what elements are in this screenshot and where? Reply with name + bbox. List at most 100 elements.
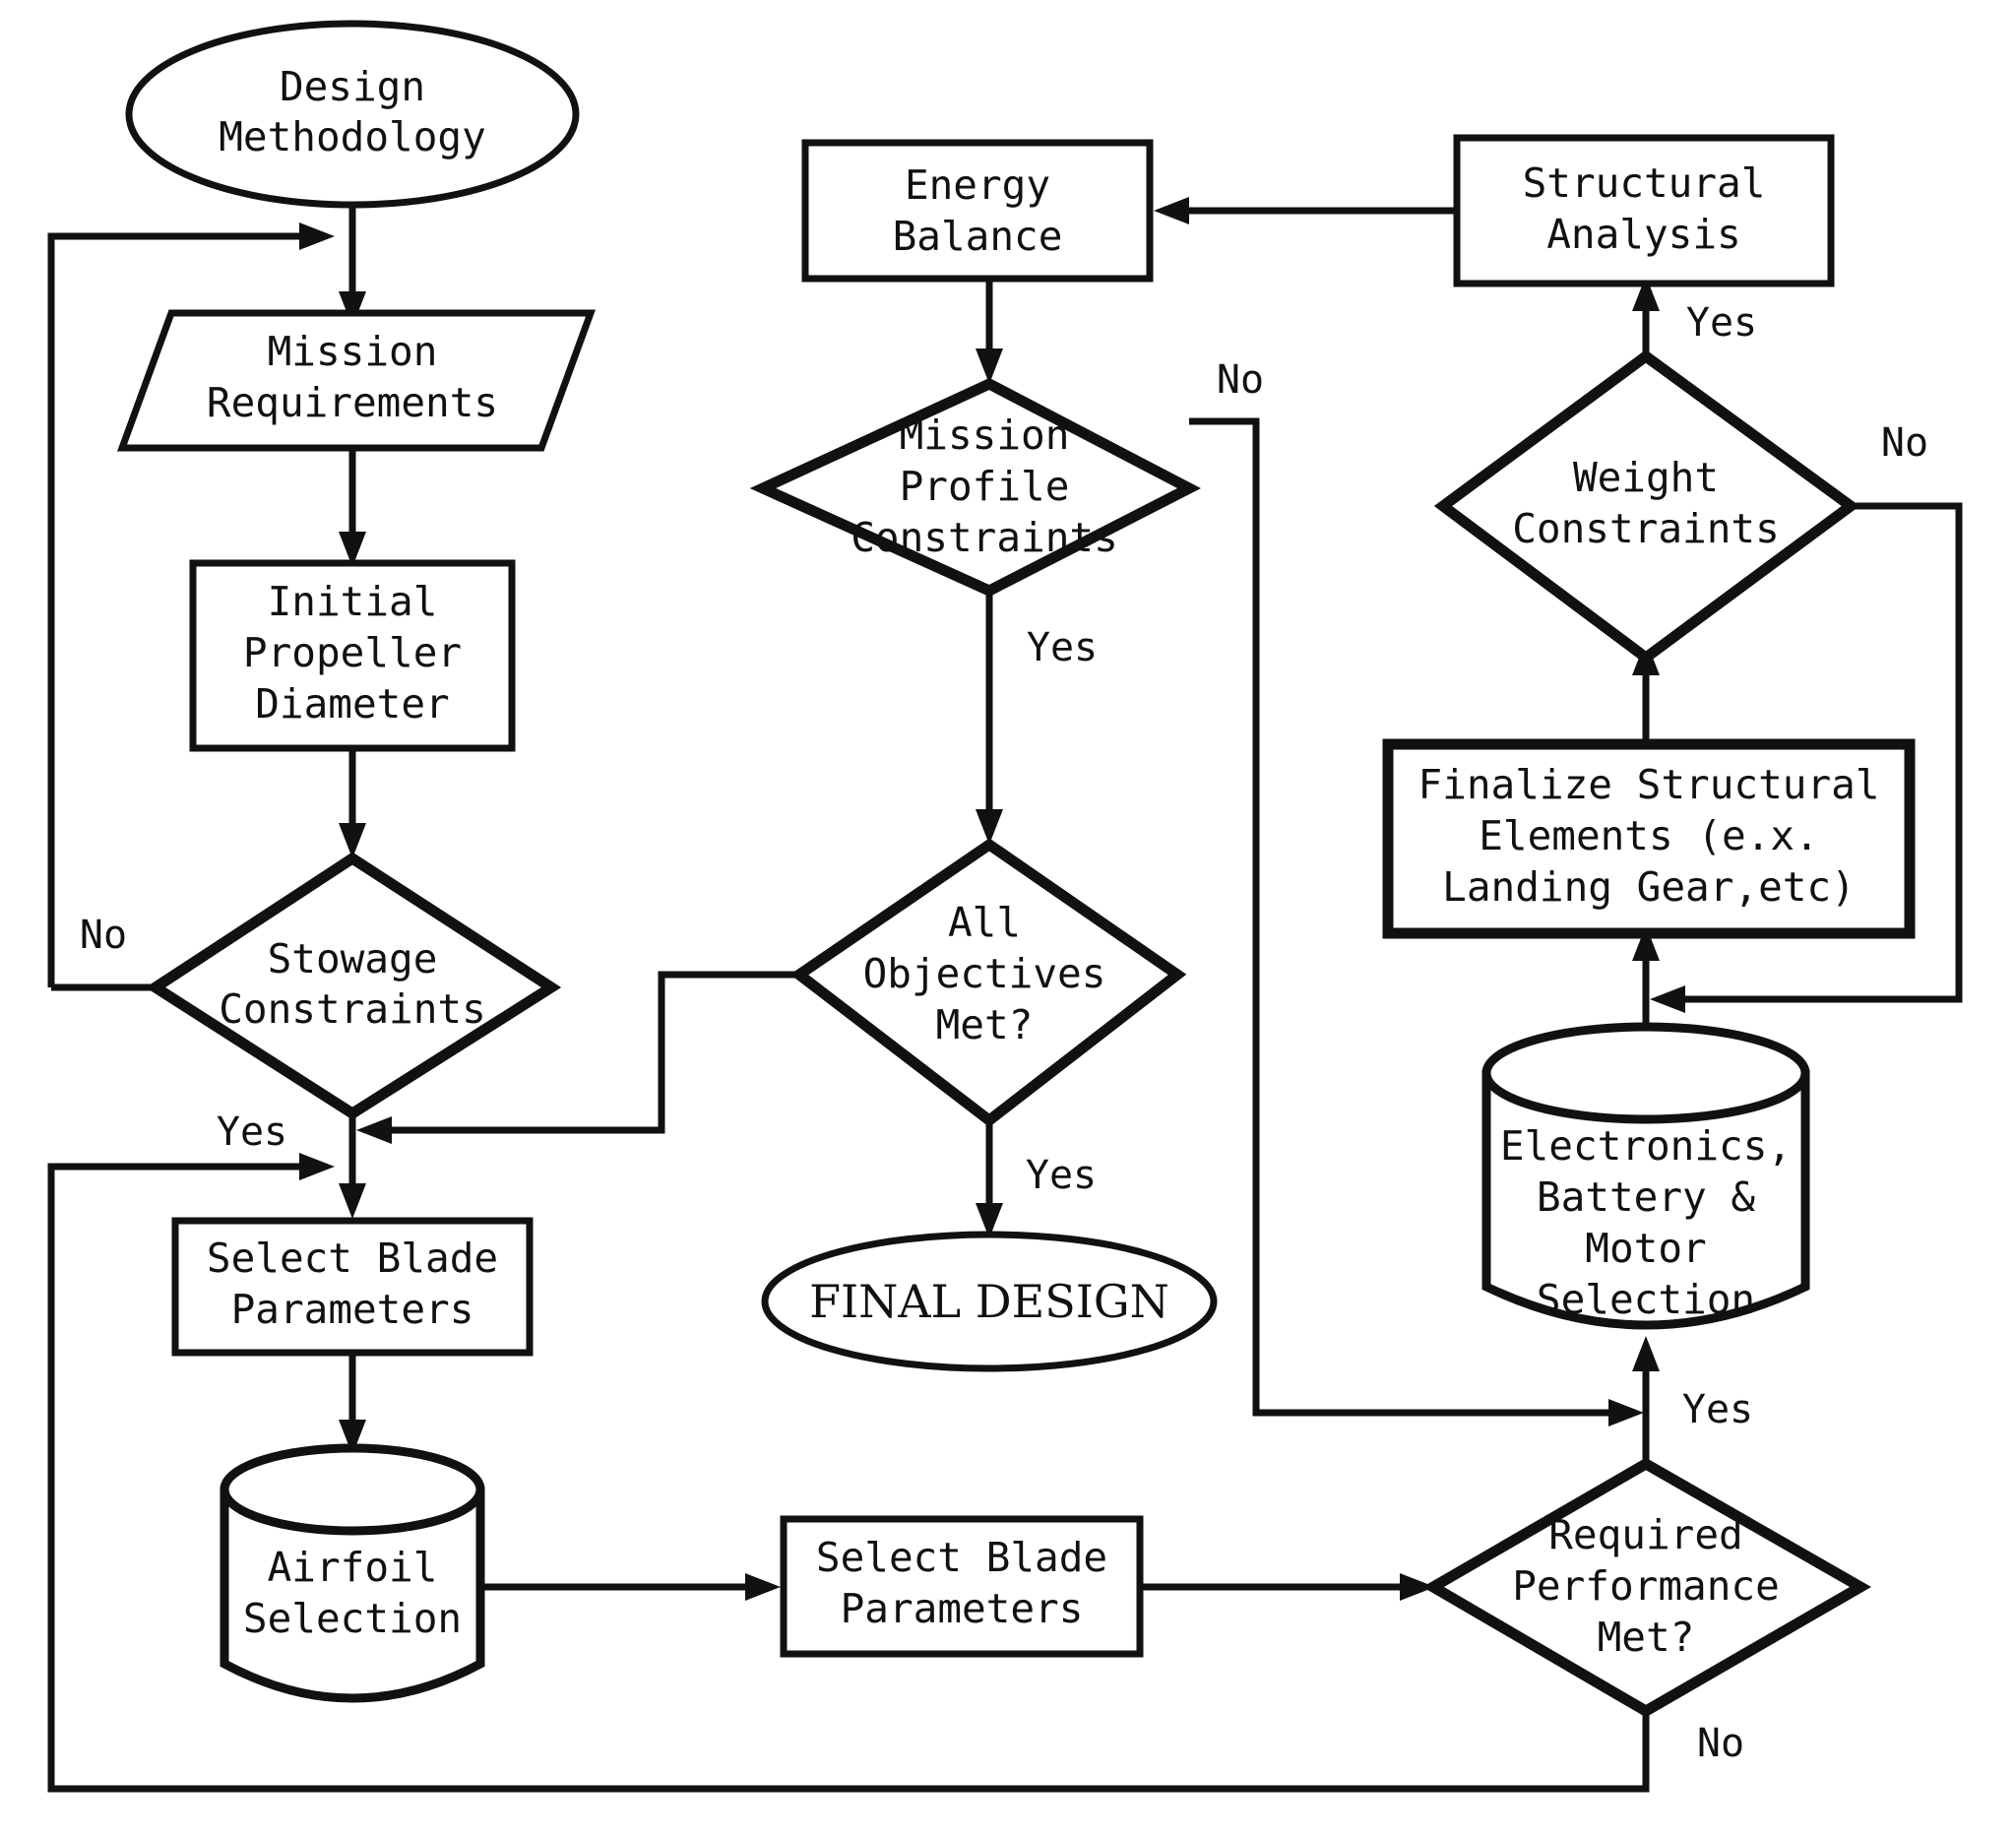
electronics-selection-line1: Electronics, [1500,1122,1792,1170]
airfoil-selection-line1: Airfoil [268,1544,438,1591]
node-stowage-constraints[interactable]: Stowage Constraints [145,852,562,1120]
mission-profile-constraints-line3: Constraints [850,514,1118,561]
electronics-selection-line3: Motor [1585,1225,1706,1272]
structural-analysis-line2: Analysis [1546,211,1740,258]
finalize-structural-elements-shape [1382,738,1916,939]
energy-balance-line2: Balance [893,213,1063,260]
connector-layer [47,148,1963,1793]
node-initial-propeller-diameter[interactable]: Initial Propeller Diameter [189,559,516,752]
airfoil-selection-top [220,1443,485,1536]
edge-label-stowage-no: No [80,913,127,958]
mission-profile-constraints-line2: Profile [900,463,1070,510]
node-finalize-structural-elements[interactable]: Finalize Structural Elements (e.x. Landi… [1382,738,1916,939]
final-design-label: FINAL DESIGN [809,1275,1169,1328]
arrowhead-blade-bottom-to-performance [1400,1573,1435,1601]
select-blade-parameters-left-line2: Parameters [231,1286,474,1333]
electronics-selection-line2: Battery & [1537,1173,1755,1221]
energy-balance-line1: Energy [905,161,1050,209]
arrowhead-requirements-to-diameter [339,532,366,567]
final-design-shape [761,1231,1218,1372]
edge-label-performance-no: No [1697,1721,1744,1766]
airfoil-selection-line2: Selection [243,1595,462,1642]
energy-balance-shape [801,139,1154,283]
design-methodology-shape [125,20,580,209]
arrowhead-stowage-no-loop [299,222,335,250]
arrowhead-energy-to-mission-profile [976,349,1003,384]
initial-propeller-diameter-shape [189,559,516,752]
arrowhead-weight-yes [1632,276,1660,311]
initial-propeller-diameter-line2: Propeller [243,629,462,676]
stowage-constraints-shape [145,852,562,1120]
arrowhead-diameter-to-stowage [339,823,366,858]
node-mission-profile-constraints[interactable]: Mission Profile Constraints [749,377,1201,598]
required-performance-met-line1: Required [1548,1511,1742,1558]
node-select-blade-parameters-left[interactable]: Select Blade Parameters [171,1217,534,1357]
node-design-methodology[interactable]: Design Methodology [125,20,580,209]
electronics-selection-line4: Selection [1537,1276,1755,1323]
arrowhead-performance-no-loop [299,1153,335,1180]
required-performance-met-line3: Met? [1598,1614,1695,1661]
finalize-structural-elements-line2: Elements (e.x. [1479,812,1819,859]
select-blade-parameters-bottom-shape [780,1515,1144,1658]
finalize-structural-elements-line1: Finalize Structural [1418,761,1880,808]
node-mission-requirements[interactable]: Mission Requirements [116,309,597,452]
node-structural-analysis[interactable]: Structural Analysis [1453,134,1835,287]
arrowhead-stowage-yes [339,1183,366,1219]
select-blade-parameters-bottom-line1: Select Blade [816,1534,1107,1581]
arrowhead-structural-to-energy [1154,197,1189,224]
edge-label-performance-yes: Yes [1682,1387,1753,1432]
electronics-selection-top [1481,1022,1810,1124]
weight-constraints-line1: Weight [1573,454,1719,501]
required-performance-met-line2: Performance [1512,1562,1780,1610]
finalize-structural-elements-line3: Landing Gear,etc) [1442,863,1856,911]
structural-analysis-shape [1453,134,1835,287]
edge-label-mission-profile-no: No [1217,357,1264,403]
edge-objectives-no-loop [376,971,799,1134]
node-weight-constraints[interactable]: Weight Constraints [1433,349,1860,665]
edge-label-stowage-yes: Yes [217,1109,287,1155]
edge-mission-profile-no-loop [1189,417,1624,1417]
arrowhead-mission-profile-no-loop [1608,1399,1644,1426]
node-required-performance-met[interactable]: Required Performance Met? [1422,1457,1872,1718]
arrowhead-methodology-to-requirements [339,291,366,327]
structural-analysis-line1: Structural [1523,159,1766,207]
node-airfoil-selection[interactable]: Airfoil Selection [220,1443,485,1703]
edge-label-objectives-yes: Yes [1026,1153,1097,1198]
weight-constraints-shape [1433,349,1860,665]
design-methodology-line2: Methodology [219,113,486,160]
node-select-blade-parameters-bottom[interactable]: Select Blade Parameters [780,1515,1144,1658]
initial-propeller-diameter-line3: Diameter [255,680,449,728]
mission-profile-constraints-line1: Mission [900,412,1070,459]
select-blade-parameters-left-line1: Select Blade [207,1235,498,1282]
arrowhead-mission-profile-yes [976,809,1003,845]
stowage-constraints-line2: Constraints [219,985,486,1033]
required-performance-met-shape [1422,1457,1872,1718]
all-objectives-met-line1: All [948,899,1021,946]
arrowhead-objectives-no-loop [356,1116,392,1144]
arrowhead-electronics-to-finalize [1632,925,1660,961]
edge-weight-no-loop [1670,502,1963,1003]
mission-requirements-line1: Mission [268,328,438,375]
arrowhead-performance-yes [1632,1336,1660,1371]
mission-requirements-shape [116,309,597,452]
weight-constraints-line2: Constraints [1512,505,1780,552]
edge-stowage-no-loop [47,232,315,987]
node-final-design[interactable]: FINAL DESIGN [761,1231,1218,1372]
all-objectives-met-line2: Objectives [863,950,1106,997]
mission-requirements-line2: Requirements [207,379,498,426]
arrowhead-airfoil-to-blade-bottom [745,1573,781,1601]
design-methodology-line1: Design [280,63,425,110]
node-all-objectives-met[interactable]: All Objectives Met? [789,838,1187,1127]
arrowhead-objectives-yes [976,1203,1003,1238]
edge-label-weight-no: No [1881,420,1928,466]
all-objectives-met-shape [789,838,1187,1127]
mission-profile-constraints-shape [749,377,1201,598]
select-blade-parameters-left-shape [171,1217,534,1357]
node-electronics-battery-motor-selection[interactable]: Electronics, Battery & Motor Selection [1481,1022,1810,1330]
initial-propeller-diameter-line1: Initial [268,578,438,625]
arrowhead-blade-to-airfoil [339,1420,366,1455]
node-energy-balance[interactable]: Energy Balance [801,139,1154,283]
select-blade-parameters-bottom-line2: Parameters [841,1585,1084,1632]
